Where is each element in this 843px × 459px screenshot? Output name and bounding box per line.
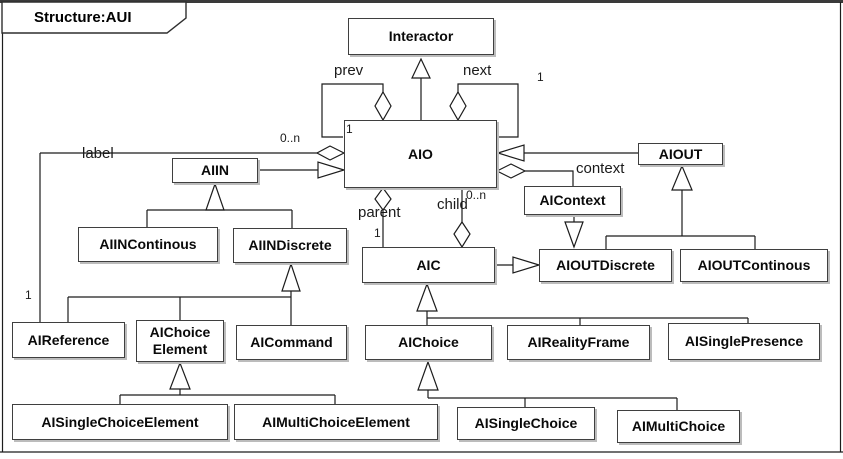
class-box-aiout[interactable]: AIOUT [638,143,723,165]
edge-gen-aio-interactor [411,57,431,120]
multiplicity-label-1: 1 [25,288,32,302]
class-box-aioutcontinous[interactable]: AIOUTContinous [680,249,828,282]
class-box-aiincontinous[interactable]: AIINContinous [78,227,218,262]
class-box-aiin[interactable]: AIIN [172,158,258,183]
class-box-airealityframe[interactable]: AIRealityFrame [507,325,650,360]
class-box-aiindiscrete[interactable]: AIINDiscrete [233,228,347,263]
edge-assoc-context [495,163,574,186]
class-box-aioutdiscrete[interactable]: AIOUTDiscrete [539,249,672,282]
class-box-aisinglechoiceelement[interactable]: AISingleChoiceElement [12,404,228,440]
edge-assoc-prev-loop [321,83,392,138]
class-box-aimultichoiceelement[interactable]: AIMultiChoiceElement [234,404,438,440]
edge-gen-children-aichoice [417,360,678,410]
multiplicity-child-0n: 0..n [466,188,487,202]
class-box-interactor[interactable]: Interactor [348,18,494,55]
class-box-aichoiceelement[interactable]: AIChoice Element [136,320,224,362]
class-box-aicontext[interactable]: AIContext [524,186,621,215]
multiplicity-next-1: 1 [537,70,544,84]
edge-gen-aicontext-aioutdiscrete [564,215,584,249]
role-label-label: label [82,145,114,162]
class-box-aisinglechoice[interactable]: AISingleChoice [457,407,595,440]
role-label-prev: prev [334,62,364,79]
role-label-child: child [437,196,468,213]
class-box-aic[interactable]: AIC [362,247,495,283]
class-box-aicommand[interactable]: AICommand [236,325,347,360]
multiplicity-parent-1: 1 [374,226,381,240]
edge-assoc-parent [374,186,392,247]
class-box-aireference[interactable]: AIReference [12,322,125,358]
edge-gen-children-aic [416,282,749,325]
edge-assoc-label [39,145,346,322]
edge-gen-children-aichoiceelement [119,361,336,404]
edge-gen-aiout-aio [495,144,638,162]
edge-gen-aic-aioutdiscrete [495,256,542,274]
class-box-aimultichoice[interactable]: AIMultiChoice [617,410,740,443]
class-box-aisinglepresence[interactable]: AISinglePresence [668,323,820,360]
edge-gen-children-aiindiscrete [67,262,301,325]
class-box-aio[interactable]: AIO [344,120,497,188]
frame-title: Structure:AUI [34,9,132,26]
frame-title-tab-shape [1,1,187,34]
multiplicity-prev-1: 1 [346,122,353,136]
edge-gen-children-aiout [605,164,756,249]
edge-assoc-next-loop [449,83,519,138]
multiplicity-label-0n: 0..n [280,131,301,145]
role-label-context: context [576,160,625,177]
role-label-next: next [463,62,492,79]
class-box-aichoice[interactable]: AIChoice [365,325,492,360]
edge-gen-children-aiin [146,182,293,228]
role-label-parent: parent [358,204,401,221]
edge-gen-aiin-aio [258,161,347,179]
